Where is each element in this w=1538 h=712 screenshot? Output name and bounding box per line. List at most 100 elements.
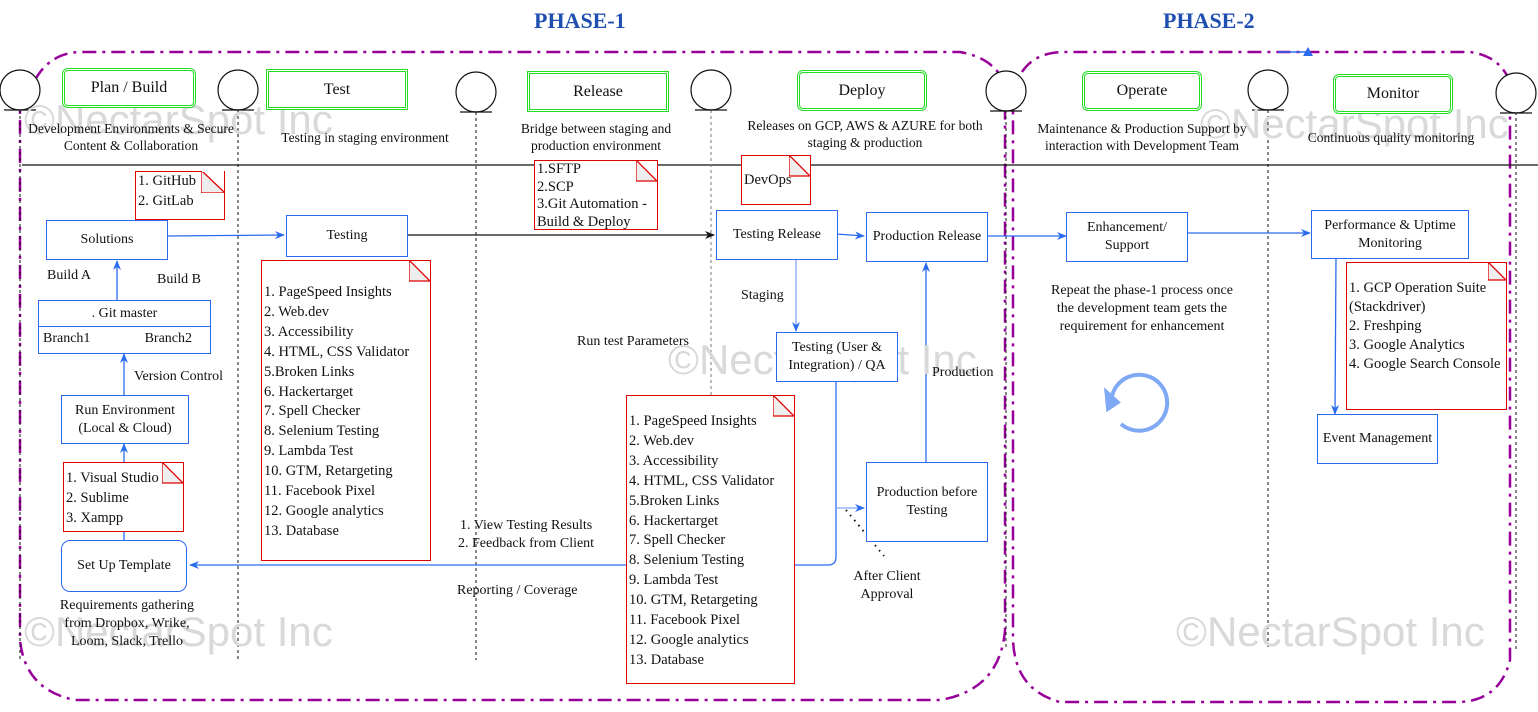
event-management-box[interactable]: Event Management	[1317, 414, 1438, 464]
stage-description: Maintenance & Production Support by inte…	[1037, 121, 1247, 153]
note-item: 10. GTM, Retargeting	[629, 592, 758, 609]
note-item: 6. Hackertarget	[629, 512, 719, 529]
arrow-release-production	[835, 231, 865, 240]
enhancement-support-box[interactable]: Enhancement/ Support	[1066, 212, 1188, 262]
build-a-label: Build A	[47, 268, 91, 283]
reporting-coverage-label: Reporting / Coverage	[457, 583, 578, 598]
phase-2-frame	[1011, 50, 1512, 704]
repeat-process-label: Repeat the phase-1 process once the deve…	[1051, 283, 1233, 334]
note-item: 11. Facebook Pixel	[264, 483, 376, 500]
stage-operate[interactable]: Operate	[1082, 71, 1202, 111]
frame-arrow-head	[1303, 47, 1313, 56]
production-before-testing-box[interactable]: Production before Testing	[866, 462, 988, 542]
arrow-to-event-mgmt	[1331, 257, 1340, 415]
phase-1-frame	[18, 50, 1007, 702]
stage-description: Development Environments & Secure Conten…	[28, 121, 234, 153]
note-item: 11. Facebook Pixel	[629, 612, 741, 629]
note-fold-icon	[201, 171, 225, 193]
stage-description: Releases on GCP, AWS & AZURE for both st…	[747, 118, 983, 150]
lifeline-circle-icon	[1495, 72, 1537, 114]
branch1-label: Branch1	[43, 331, 91, 346]
stage-test[interactable]: Test	[266, 69, 408, 110]
note-item: 1. GCP Operation Suite (Stackdriver)	[1349, 280, 1487, 315]
note-fold-icon	[1488, 262, 1507, 281]
build-b-label: Build B	[157, 272, 201, 287]
note-item: 9. Lambda Test	[264, 443, 354, 460]
branch2-label: Branch2	[144, 331, 192, 346]
release-tools-list: 1. PageSpeed Insights 2. Web.dev 3. Access…	[629, 412, 794, 671]
production-release-box[interactable]: Production Release	[866, 212, 988, 262]
note-item: 4. HTML, CSS Validator	[264, 343, 410, 360]
devops-list: DevOps	[744, 171, 810, 191]
note-item: 3. Xampp	[66, 509, 124, 526]
devops-note: DevOps	[741, 155, 811, 205]
note-item: 8. Selenium Testing	[629, 552, 745, 569]
note-fold-icon	[789, 155, 811, 177]
note-item: 2. Sublime	[66, 489, 129, 506]
note-item: 7. Spell Checker	[264, 403, 361, 420]
stage-description: Bridge between staging and production en…	[520, 121, 672, 153]
repos-note: 1. GitHub 2. GitLab	[135, 171, 225, 220]
note-item: 2. Web.dev	[629, 432, 695, 449]
arrow-feedback	[189, 381, 837, 569]
note-item: 10. GTM, Retargeting	[264, 463, 393, 480]
note-item: 4. Google Search Console	[1349, 356, 1501, 372]
run-environment-box[interactable]: Run Environment (Local & Cloud)	[61, 395, 189, 444]
testing-release-box[interactable]: Testing Release	[716, 210, 838, 260]
stage-deploy[interactable]: Deploy	[797, 70, 927, 111]
feedback-label-2: 2. Feedback from Client	[458, 536, 595, 551]
note-fold-icon	[162, 462, 184, 484]
lifeline-circle-icon	[985, 70, 1027, 112]
phase-1-title: PHASE-1	[534, 8, 626, 33]
note-item: 12. Google analytics	[264, 502, 384, 519]
lifeline-circle-icon	[690, 69, 732, 111]
lifelines	[19, 110, 1517, 660]
note-item: 12. Google analytics	[629, 631, 749, 648]
git-master-box[interactable]: . Git master Branch1 Branch2	[38, 300, 211, 354]
solutions-box[interactable]: Solutions	[46, 220, 168, 260]
monitor-tools-note: 1. GCP Operation Suite (Stackdriver) 2. F…	[1346, 262, 1507, 410]
testing-box[interactable]: Testing	[286, 215, 408, 257]
note-item: 3. Accessibility	[629, 452, 719, 469]
note-item: 1. PageSpeed Insights	[629, 413, 757, 429]
note-item: 3. Accessibility	[264, 323, 354, 340]
requirements-label: Requirements gathering from Dropbox, Wri…	[59, 598, 195, 649]
note-fold-icon	[636, 160, 658, 182]
note-item: 2. Freshping	[1349, 318, 1422, 334]
connectors	[113, 229, 1340, 569]
phase-2-title: PHASE-2	[1163, 8, 1255, 33]
stage-description: Testing in staging environment	[281, 130, 449, 145]
lifeline-circle-icon	[0, 69, 41, 111]
note-item: 2.SCP	[537, 178, 574, 195]
note-fold-icon	[409, 260, 431, 282]
note-item: 1.SFTP	[537, 161, 581, 177]
note-item: 1. GitHub	[138, 173, 196, 189]
performance-monitoring-box[interactable]: Performance & Uptime Monitoring	[1311, 210, 1469, 259]
note-item: 7. Spell Checker	[629, 532, 726, 549]
stage-plan-build[interactable]: Plan / Build	[62, 68, 196, 108]
feedback-label-1: 1. View Testing Results	[460, 518, 593, 533]
lifeline-circle-icon	[455, 71, 497, 113]
set-up-template-box[interactable]: Set Up Template	[61, 540, 187, 592]
run-test-parameters-label: Run test Parameters	[577, 334, 689, 349]
release-tools-note: 1. PageSpeed Insights 2. Web.dev 3. Access…	[626, 395, 795, 684]
note-item: 1. PageSpeed Insights	[264, 284, 392, 300]
stage-monitor[interactable]: Monitor	[1333, 74, 1453, 114]
version-control-label: Version Control	[134, 369, 224, 384]
note-item: 6. Hackertarget	[264, 383, 354, 400]
repos-list: 1. GitHub 2. GitLab	[138, 172, 224, 212]
testing-qa-box[interactable]: Testing (User & Integration) / QA	[776, 332, 898, 382]
stage-description: Continuous quality monitoring	[1307, 130, 1475, 145]
lifeline-circle-icon	[217, 69, 259, 111]
note-item: 13. Database	[264, 522, 339, 539]
note-item: 13. Database	[629, 651, 704, 668]
monitor-tools-list: 1. GCP Operation Suite (Stackdriver) 2. F…	[1349, 279, 1506, 374]
note-item: 8. Selenium Testing	[264, 423, 380, 440]
note-item: 2. GitLab	[138, 192, 194, 209]
stage-release[interactable]: Release	[527, 71, 669, 112]
after-client-approval-label: After Client Approval	[853, 569, 921, 602]
